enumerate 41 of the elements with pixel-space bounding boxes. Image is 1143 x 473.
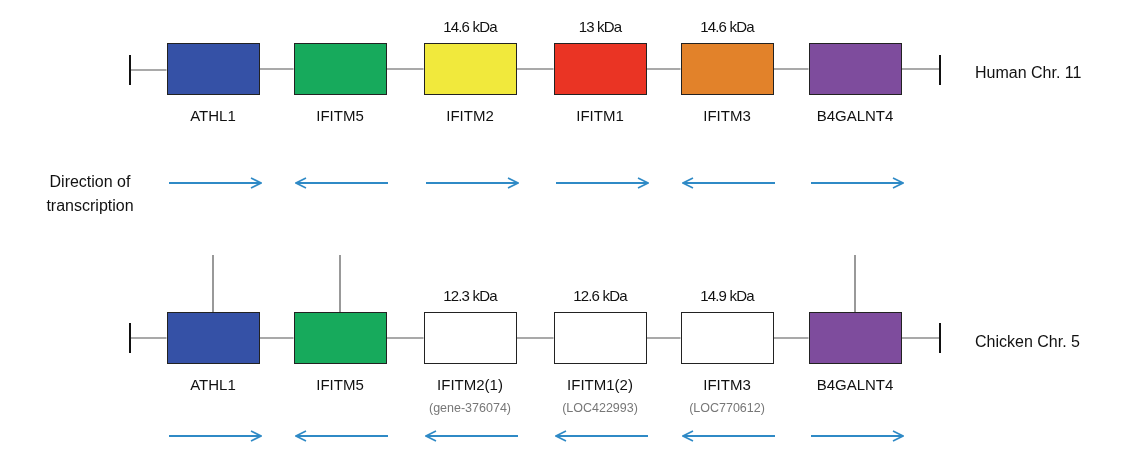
axis-note: Direction of transcription [45, 172, 135, 216]
gene-name: IFITM5 [316, 107, 364, 125]
chromosome-line [515, 337, 555, 339]
chromosome-line [900, 68, 940, 70]
gene-name: IFITM2 [446, 107, 494, 125]
homology-line [854, 254, 856, 313]
homology-line [339, 254, 341, 313]
gene-name: ATHL1 [190, 107, 236, 125]
gene-locus-label: (LOC770612) [689, 400, 765, 416]
gene-name: IFITM1(2) [567, 376, 633, 394]
protein-size-label: 12.6 kDa [573, 287, 627, 305]
chromosome-line [645, 337, 682, 339]
chromosome-line [258, 337, 295, 339]
protein-size-label: 14.6 kDa [700, 18, 754, 36]
gene-name: IFITM3 [703, 376, 751, 394]
homology-line [212, 254, 214, 313]
gene-name: IFITM5 [316, 376, 364, 394]
gene-locus-label: (gene-376074) [429, 400, 511, 416]
gene-name: IFITM3 [703, 107, 751, 125]
gene-name: B4GALNT4 [816, 107, 894, 125]
protein-size-label: 14.9 kDa [700, 287, 754, 305]
protein-size-label: 14.6 kDa [443, 18, 497, 36]
gene-name: IFITM2(1) [437, 376, 503, 394]
chromosome-label: Chicken Chr. 5 [975, 332, 1080, 352]
chromosome-label: Human Chr. 11 [975, 63, 1082, 83]
gene-name: B4GALNT4 [816, 376, 894, 394]
chromosome-line [900, 337, 940, 339]
chromosome-line [645, 68, 682, 70]
chromosome-line [515, 68, 555, 70]
chromosome-line [772, 68, 810, 70]
gene-name: IFITM1 [576, 107, 624, 125]
chromosome-line [385, 337, 425, 339]
protein-size-label: 13 kDa [578, 18, 622, 36]
chromosome-line [130, 69, 168, 71]
gene-name: ATHL1 [190, 376, 236, 394]
chromosome-line [772, 337, 810, 339]
protein-size-label: 12.3 kDa [443, 287, 497, 305]
chromosome-line [130, 337, 168, 339]
chromosome-line [385, 68, 425, 70]
gene-locus-label: (LOC422993) [562, 400, 638, 416]
chromosome-line [258, 68, 295, 70]
